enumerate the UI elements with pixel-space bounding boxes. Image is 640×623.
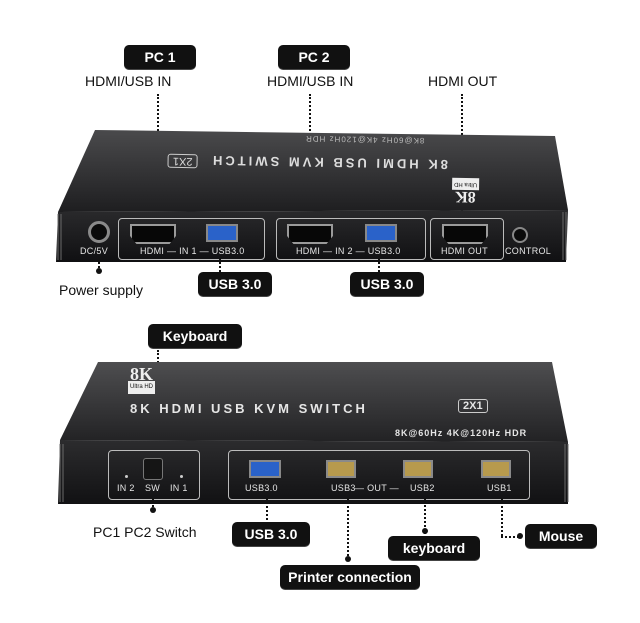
- dc-power-jack: [88, 221, 110, 243]
- in1-port-label: HDMI — IN 1 — USB3.0: [140, 246, 245, 256]
- usb30-port-label: USB3.0: [245, 483, 278, 493]
- usb3-in1-port: [206, 224, 238, 242]
- power-leader-line: [98, 258, 100, 272]
- in2-led: [125, 475, 128, 478]
- keyboard-badge-top: Keyboard: [148, 324, 242, 348]
- power-supply-caption: Power supply: [59, 282, 144, 298]
- usb3-in2-port: [365, 224, 397, 242]
- keyboard-lower-leader-dot: [422, 528, 428, 534]
- top-device-image: PC 1 HDMI/USB IN PC 2 HDMI/USB IN HDMI O…: [0, 0, 640, 300]
- usb2-port-label: USB2: [410, 483, 435, 493]
- pc1-port-caption: HDMI/USB IN: [85, 73, 172, 89]
- hdmi-out-port: [442, 224, 488, 244]
- control-label: CONTROL: [505, 246, 552, 256]
- bottom-ultra-hd-logo: 8K Ultra HD: [128, 365, 156, 394]
- top-switch-body: [56, 130, 568, 262]
- power-leader-dot: [96, 268, 102, 274]
- usb30-badge: USB 3.0: [232, 522, 310, 546]
- switch-panel-frame: [108, 450, 200, 500]
- mouse-leader-line-h: [501, 536, 519, 538]
- pc2-badge: PC 2: [278, 45, 350, 69]
- printer-leader-line: [347, 498, 349, 560]
- keyboard-lower-leader-line: [424, 498, 426, 534]
- bottom-switch-front: [58, 440, 568, 504]
- usb2-port: [403, 460, 433, 478]
- switch-leader-dot: [150, 507, 156, 513]
- usb30-badge-a: USB 3.0: [198, 272, 272, 296]
- in2-port-label: HDMI — IN 2 — USB3.0: [296, 246, 401, 256]
- hdmi-out-caption: HDMI OUT: [428, 73, 498, 89]
- pc1-badge: PC 1: [124, 45, 196, 69]
- hdmi-in2-port: [287, 224, 333, 244]
- in1-label: IN 1: [170, 483, 188, 493]
- mouse-badge: Mouse: [525, 524, 597, 548]
- usb3-port-label: USB3: [331, 483, 356, 493]
- out-port-label: — OUT —: [355, 483, 399, 493]
- in2-port-group: [276, 218, 426, 260]
- usb3-port: [326, 460, 356, 478]
- keyboard-badge-lower: keyboard: [388, 536, 480, 560]
- pc-switch-button: [143, 458, 163, 480]
- switch-leader-line: [152, 498, 154, 510]
- printer-leader-dot: [345, 556, 351, 562]
- hdmi-in1-port: [130, 224, 176, 244]
- mouse-leader-line-v: [501, 498, 503, 536]
- dc-label: DC/5V: [80, 246, 109, 256]
- mouse-leader-dot: [517, 533, 523, 539]
- usb1-port: [481, 460, 511, 478]
- usb30-a-leader-line: [219, 258, 221, 272]
- control-jack: [512, 227, 528, 243]
- bottom-switch-title: 8K HDMI USB KVM SWITCH: [130, 401, 368, 416]
- top-ultra-hd-logo: 8K Ultra HD: [452, 177, 480, 205]
- pc-switch-caption: PC1 PC2 Switch: [93, 524, 197, 540]
- bottom-switch-body: [58, 362, 569, 504]
- in1-port-group: [118, 218, 265, 260]
- top-switch-model-badge: 2X1: [167, 153, 198, 169]
- usb1-port-label: USB1: [487, 483, 512, 493]
- bottom-switch-model-badge: 2X1: [458, 399, 488, 413]
- in2-label: IN 2: [117, 483, 135, 493]
- usb30-port: [249, 460, 281, 478]
- usb30-leader-line: [266, 498, 268, 520]
- bottom-device-image: Keyboard 8K Ultra HD 8K HDMI USB KVM SWI…: [0, 310, 640, 623]
- bottom-switch-spec: 8K@60Hz 4K@120Hz HDR: [395, 428, 528, 438]
- out-port-group: [430, 218, 504, 260]
- pc2-port-caption: HDMI/USB IN: [267, 73, 354, 89]
- sw-label: SW: [145, 483, 161, 493]
- usb30-badge-b: USB 3.0: [350, 272, 424, 296]
- printer-connection-badge: Printer connection: [280, 565, 420, 589]
- top-switch-lid: [58, 130, 568, 212]
- usb30-b-leader-line: [378, 258, 380, 272]
- bottom-switch-lid: [60, 362, 568, 442]
- hdmi-out-port-label: HDMI OUT: [441, 246, 488, 256]
- usb-port-frame: [228, 450, 530, 500]
- in1-led: [180, 475, 183, 478]
